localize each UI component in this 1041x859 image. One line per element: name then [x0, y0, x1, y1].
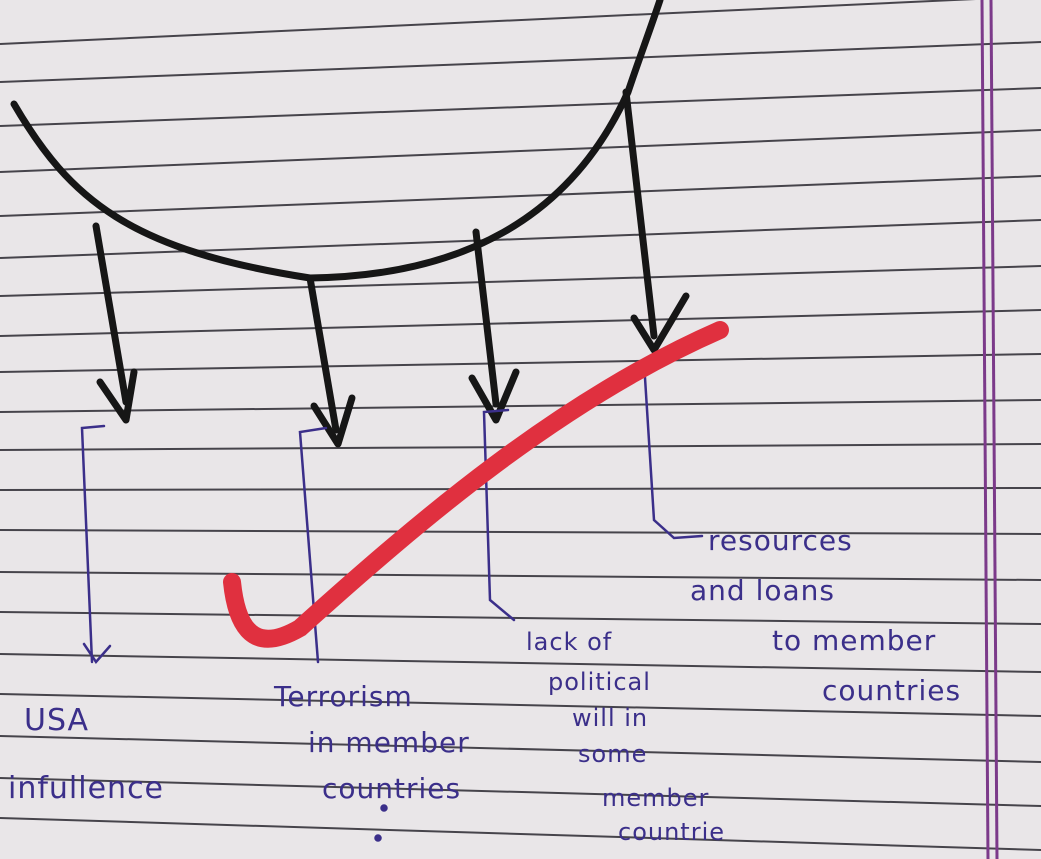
red-check-mark	[223, 321, 729, 648]
arc-curve	[10, 0, 664, 282]
label-3-line-6: countrie	[618, 818, 725, 846]
arrow-shaft-3	[472, 228, 500, 408]
label-1-line-1: USA	[24, 703, 89, 738]
arrow-head-1	[96, 368, 138, 424]
label-3-line-5: member	[602, 784, 709, 812]
arrow-head-4	[630, 292, 690, 354]
arrow-head-2	[310, 394, 356, 448]
label-political-will: lack of political will in some member co…	[526, 628, 725, 846]
label-4-line-2: and loans	[690, 574, 835, 607]
connector-brackets	[80, 360, 704, 842]
label-4-line-1: resources	[708, 524, 853, 557]
label-3-line-2: political	[548, 668, 651, 696]
label-4-line-3: to member	[772, 624, 936, 657]
label-2-line-3: countries	[322, 772, 461, 805]
arrow-shaft-1	[92, 222, 130, 406]
label-2-line-1: Terrorism	[273, 680, 413, 713]
diagram-arc	[10, 0, 690, 448]
label-usa-influence: USA infullence	[8, 703, 164, 806]
arrow-head-3	[468, 368, 520, 424]
label-4-line-4: countries	[822, 674, 961, 707]
label-terrorism: Terrorism in member countries	[273, 680, 470, 805]
label-3-line-4: some	[578, 740, 647, 768]
label-2-line-2: in member	[308, 726, 470, 759]
label-3-line-3: will in	[572, 704, 648, 732]
margin-lines	[980, 0, 999, 859]
label-1-line-2: infullence	[8, 771, 164, 806]
label-3-line-1: lack of	[526, 628, 612, 656]
arrow-shaft-4	[622, 88, 658, 340]
label-resources-loans: resources and loans to member countries	[690, 524, 961, 707]
arrow-shaft-2	[306, 274, 340, 434]
